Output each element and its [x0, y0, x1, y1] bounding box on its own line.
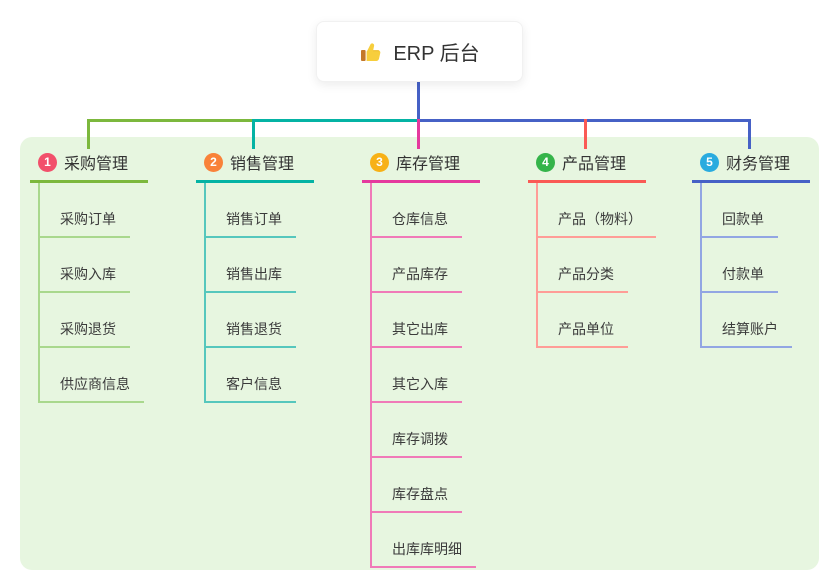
leaf-label: 销售订单 — [206, 209, 296, 238]
leaf-label: 库存调拨 — [372, 429, 462, 458]
bus-segment-sales — [252, 119, 419, 122]
branch-number-badge: 3 — [370, 152, 389, 172]
leaf-label: 供应商信息 — [40, 374, 144, 403]
leaf-label: 采购入库 — [40, 264, 130, 293]
mindmap-leaf-node[interactable]: 产品单位 — [538, 293, 678, 348]
branch-number-badge: 4 — [536, 152, 555, 172]
mindmap-leaf-node[interactable]: 回款单 — [702, 183, 839, 238]
leaf-label: 产品（物料） — [538, 209, 656, 238]
branch-node: 1 采购管理 采购订单 采购入库 采购退货 供应商信息 — [30, 148, 180, 403]
mindmap-leaf-node[interactable]: 采购退货 — [40, 293, 180, 348]
leaf-label: 其它出库 — [372, 319, 462, 348]
mindmap-leaf-node[interactable]: 销售出库 — [206, 238, 346, 293]
mindmap-leaf-node[interactable]: 采购订单 — [40, 183, 180, 238]
branch-item-list: 采购订单 采购入库 采购退货 供应商信息 — [38, 183, 180, 403]
branch-number-badge: 2 — [204, 152, 223, 172]
leaf-label: 客户信息 — [206, 374, 296, 403]
branch-node: 3 库存管理 仓库信息 产品库存 其它出库 其它入库 库存调拨 库存盘点 出库库… — [362, 148, 512, 568]
drop-line-purchase — [87, 119, 90, 149]
branch-number-badge: 5 — [700, 152, 719, 172]
mindmap-leaf-node[interactable]: 供应商信息 — [40, 348, 180, 403]
mindmap-leaf-node[interactable]: 仓库信息 — [372, 183, 512, 238]
mindmap-leaf-node[interactable]: 库存盘点 — [372, 458, 512, 513]
branch-title: 库存管理 — [396, 156, 461, 173]
leaf-label: 回款单 — [702, 209, 778, 238]
mindmap-leaf-node[interactable]: 出库库明细 — [372, 513, 512, 568]
branches-panel — [20, 137, 819, 570]
mindmap-leaf-node[interactable]: 结算账户 — [702, 293, 839, 348]
leaf-label: 仓库信息 — [372, 209, 462, 238]
branch-item-list: 回款单 付款单 结算账户 — [700, 183, 839, 348]
branch-header[interactable]: 5 财务管理 — [692, 148, 810, 183]
mindmap-leaf-node[interactable]: 付款单 — [702, 238, 839, 293]
mindmap-leaf-node[interactable]: 其它入库 — [372, 348, 512, 403]
drop-line-inventory — [417, 119, 420, 149]
mindmap-leaf-node[interactable]: 其它出库 — [372, 293, 512, 348]
leaf-label: 产品分类 — [538, 264, 628, 293]
leaf-label: 采购订单 — [40, 209, 130, 238]
drop-line-product — [584, 119, 587, 149]
mindmap-leaf-node[interactable]: 销售退货 — [206, 293, 346, 348]
mindmap-leaf-node[interactable]: 库存调拨 — [372, 403, 512, 458]
branch-header[interactable]: 1 采购管理 — [30, 148, 148, 183]
leaf-label: 结算账户 — [702, 319, 792, 348]
branch-item-list: 仓库信息 产品库存 其它出库 其它入库 库存调拨 库存盘点 出库库明细 — [370, 183, 512, 568]
leaf-label: 销售出库 — [206, 264, 296, 293]
leaf-label: 其它入库 — [372, 374, 462, 403]
mindmap-leaf-node[interactable]: 销售订单 — [206, 183, 346, 238]
leaf-label: 产品单位 — [538, 319, 628, 348]
drop-line-sales — [252, 119, 255, 149]
branch-title: 财务管理 — [726, 156, 791, 173]
branch-header[interactable]: 4 产品管理 — [528, 148, 646, 183]
root-title: ERP 后台 — [393, 43, 480, 65]
branch-node: 5 财务管理 回款单 付款单 结算账户 — [692, 148, 839, 348]
mindmap-leaf-node[interactable]: 客户信息 — [206, 348, 346, 403]
root-node[interactable]: ERP 后台 — [316, 21, 523, 82]
thumbs-up-icon — [361, 42, 381, 61]
leaf-label: 付款单 — [702, 264, 778, 293]
leaf-label: 出库库明细 — [372, 539, 476, 568]
leaf-label: 销售退货 — [206, 319, 296, 348]
leaf-label: 库存盘点 — [372, 484, 462, 513]
branch-number-badge: 1 — [38, 152, 57, 172]
branch-item-list: 产品（物料） 产品分类 产品单位 — [536, 183, 678, 348]
branch-node: 4 产品管理 产品（物料） 产品分类 产品单位 — [528, 148, 678, 348]
branch-item-list: 销售订单 销售出库 销售退货 客户信息 — [204, 183, 346, 403]
branch-header[interactable]: 2 销售管理 — [196, 148, 314, 183]
mindmap-leaf-node[interactable]: 产品分类 — [538, 238, 678, 293]
mindmap-leaf-node[interactable]: 产品库存 — [372, 238, 512, 293]
root-connector-line — [417, 81, 420, 120]
mindmap-leaf-node[interactable]: 产品（物料） — [538, 183, 678, 238]
leaf-label: 采购退货 — [40, 319, 130, 348]
branch-title: 销售管理 — [230, 156, 295, 173]
leaf-label: 产品库存 — [372, 264, 462, 293]
branch-header[interactable]: 3 库存管理 — [362, 148, 480, 183]
branch-title: 采购管理 — [64, 156, 129, 173]
branch-node: 2 销售管理 销售订单 销售出库 销售退货 客户信息 — [196, 148, 346, 403]
mindmap-leaf-node[interactable]: 采购入库 — [40, 238, 180, 293]
branch-title: 产品管理 — [562, 156, 627, 173]
drop-line-finance — [748, 119, 751, 149]
bus-segment-purchase — [87, 119, 254, 122]
